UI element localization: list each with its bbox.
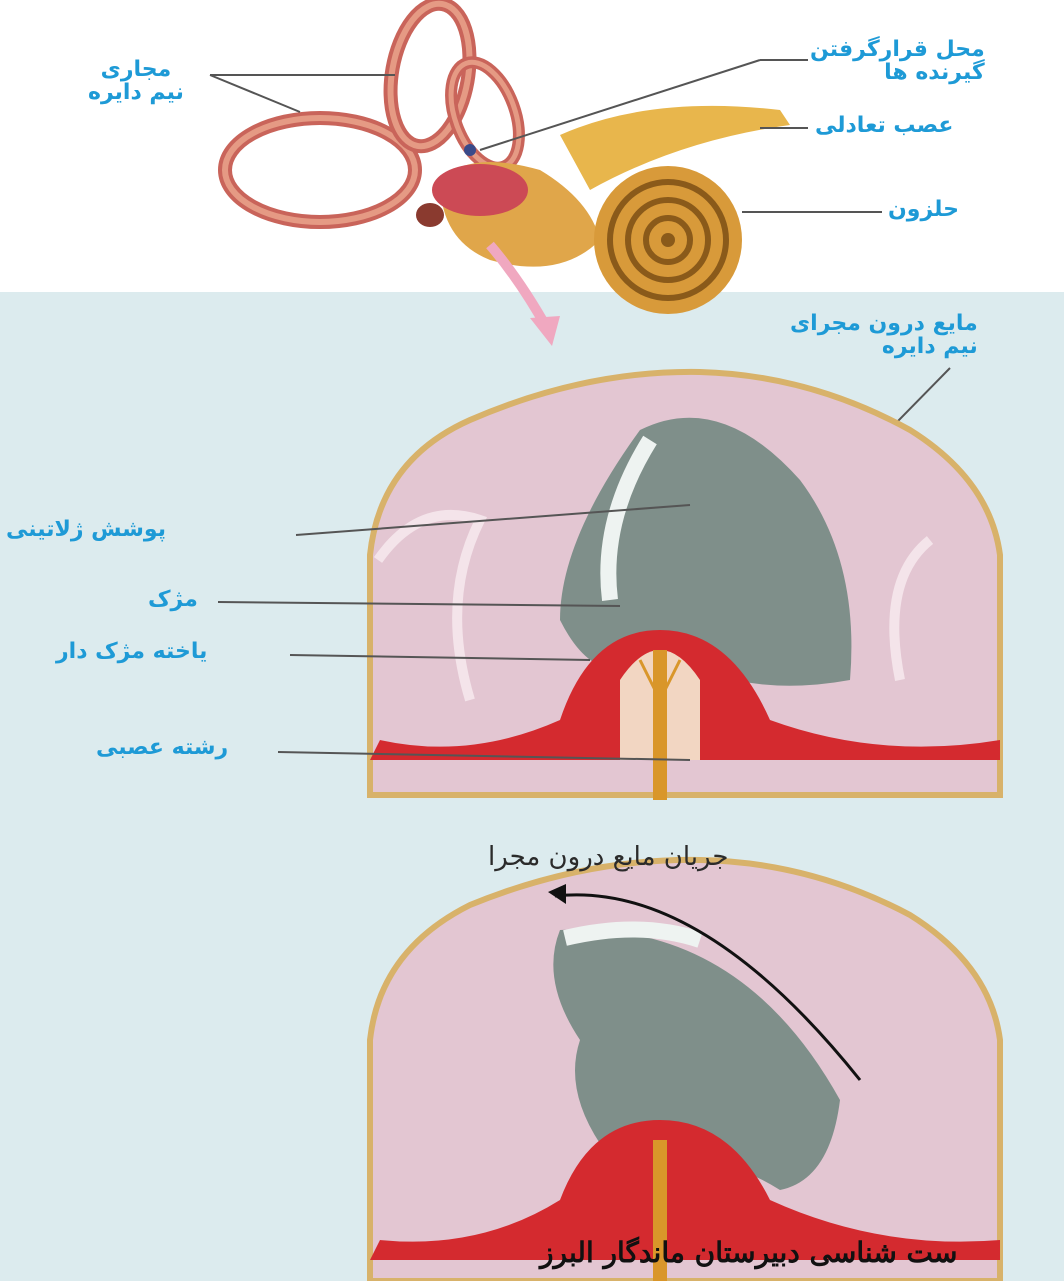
label-gelatinous-cover: پوشش ژلاتینی	[6, 518, 166, 541]
label-canal-fluid-line2: نیم دایره	[790, 335, 978, 358]
label-semicircular-canals: مجاری نیم دایره	[88, 58, 184, 104]
label-semicircular-canals-line2: نیم دایره	[88, 81, 184, 104]
label-cilia: مژک	[148, 588, 198, 611]
caption-fluid-flow: جریان مایع درون مجرا	[488, 842, 728, 872]
label-receptor-location-line1: محل قرارگرفتن	[810, 38, 985, 61]
label-receptor-location-line2: گیرنده ها	[810, 61, 985, 84]
chamber-resting	[370, 372, 1000, 800]
label-canal-fluid-line1: مایع درون مجرای	[790, 312, 978, 335]
label-semicircular-canals-line1: مجاری	[88, 58, 184, 81]
label-hair-cell: یاخته مژک دار	[56, 640, 207, 663]
footer-watermark: ست شناسی دبیرستان ماندگار البرز	[540, 1236, 957, 1269]
label-nerve-fiber: رشته عصبی	[96, 736, 228, 759]
label-receptor-location: محل قرارگرفتن گیرنده ها	[810, 38, 985, 84]
label-cochlea: حلزون	[888, 198, 959, 221]
chamber-deflected	[370, 860, 1000, 1281]
label-vestibular-nerve: عصب تعادلی	[815, 114, 953, 137]
label-canal-fluid: مایع درون مجرای نیم دایره	[790, 312, 978, 358]
